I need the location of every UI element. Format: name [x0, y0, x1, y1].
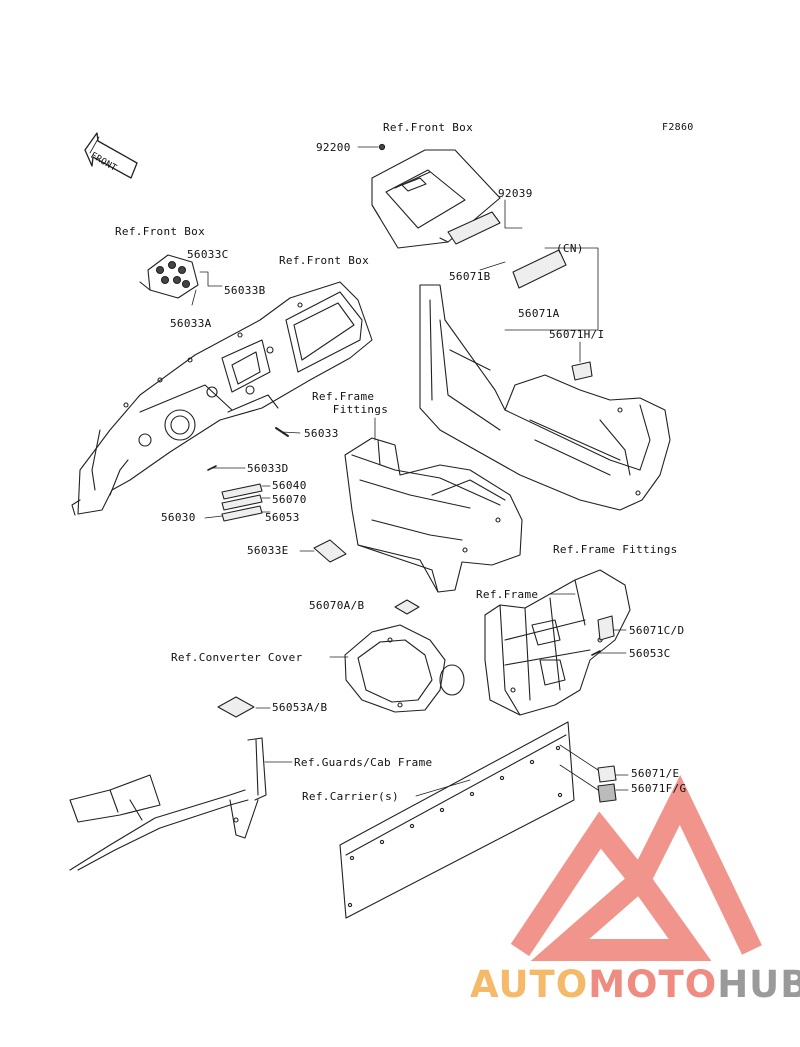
- label-ref-frame-fittings-mid: Ref.Frame Fittings: [312, 390, 389, 416]
- label-56053: 56053: [265, 511, 300, 524]
- label-56033E: 56033E: [247, 544, 289, 557]
- floor-panel-part: [419, 284, 671, 511]
- label-56071E: 56071/E: [631, 767, 680, 780]
- front-arrow-icon: [84, 132, 138, 179]
- dash-panel-part: [71, 281, 373, 516]
- cab-frame-part: [69, 737, 267, 871]
- watermark-auto: AUTO: [470, 963, 589, 1006]
- watermark-hub: HUB: [717, 963, 800, 1006]
- decal-56071HI: [571, 361, 593, 381]
- converter-cover-part: [344, 624, 465, 713]
- decal-56071B: [447, 211, 501, 245]
- decal-56053AB: [217, 696, 255, 718]
- label-56033B: 56033B: [224, 284, 266, 297]
- label-ref-guards-cab: Ref.Guards/Cab Frame: [294, 756, 433, 769]
- decal-stack-56040: [221, 483, 263, 522]
- label-56033A: 56033A: [170, 317, 212, 330]
- label-56070AB: 56070A/B: [309, 599, 365, 612]
- decal-56071FG: [597, 783, 617, 803]
- label-ref-carriers: Ref.Carrier(s): [302, 790, 399, 803]
- label-ref-frame: Ref.Frame: [476, 588, 539, 601]
- carrier-panel-part: [339, 721, 575, 919]
- decal-56071CD: [597, 615, 615, 641]
- label-56053AB: 56053A/B: [272, 701, 328, 714]
- decal-56071E: [597, 765, 617, 783]
- figure-id: F2860: [662, 122, 694, 133]
- label-ref-front-box-top: Ref.Front Box: [383, 121, 473, 134]
- frame-fittings-part: [344, 437, 523, 593]
- decal-56071A: [512, 249, 567, 289]
- label-56053C: 56053C: [629, 647, 671, 660]
- label-56071B: 56071B: [449, 270, 491, 283]
- label-56040: 56040: [272, 479, 307, 492]
- label-ref-converter-cover: Ref.Converter Cover: [171, 651, 303, 664]
- switch-block-part: [139, 254, 199, 299]
- label-92200: 92200: [316, 141, 351, 154]
- label-ref-front-box-left: Ref.Front Box: [115, 225, 205, 238]
- decal-56070AB: [394, 599, 420, 615]
- label-56071CD: 56071C/D: [629, 624, 685, 637]
- label-56033C: 56033C: [187, 248, 229, 261]
- label-56033D: 56033D: [247, 462, 289, 475]
- watermark-text: AUTOMOTOHUB: [470, 964, 800, 1006]
- label-cn: (CN): [556, 242, 584, 255]
- watermark-moto: MOTO: [588, 963, 718, 1006]
- label-56071FG: 56071F/G: [631, 782, 687, 795]
- label-56070: 56070: [272, 493, 307, 506]
- label-92039: 92039: [498, 187, 533, 200]
- label-56071A: 56071A: [518, 307, 560, 320]
- label-ref-frame-fittings-right: Ref.Frame Fittings: [553, 543, 678, 556]
- label-56030: 56030: [161, 511, 196, 524]
- label-56033: 56033: [304, 427, 339, 440]
- label-ref-front-box-mid: Ref.Front Box: [279, 254, 369, 267]
- decal-56033E: [313, 539, 347, 563]
- label-56071HI: 56071H/I: [549, 328, 605, 341]
